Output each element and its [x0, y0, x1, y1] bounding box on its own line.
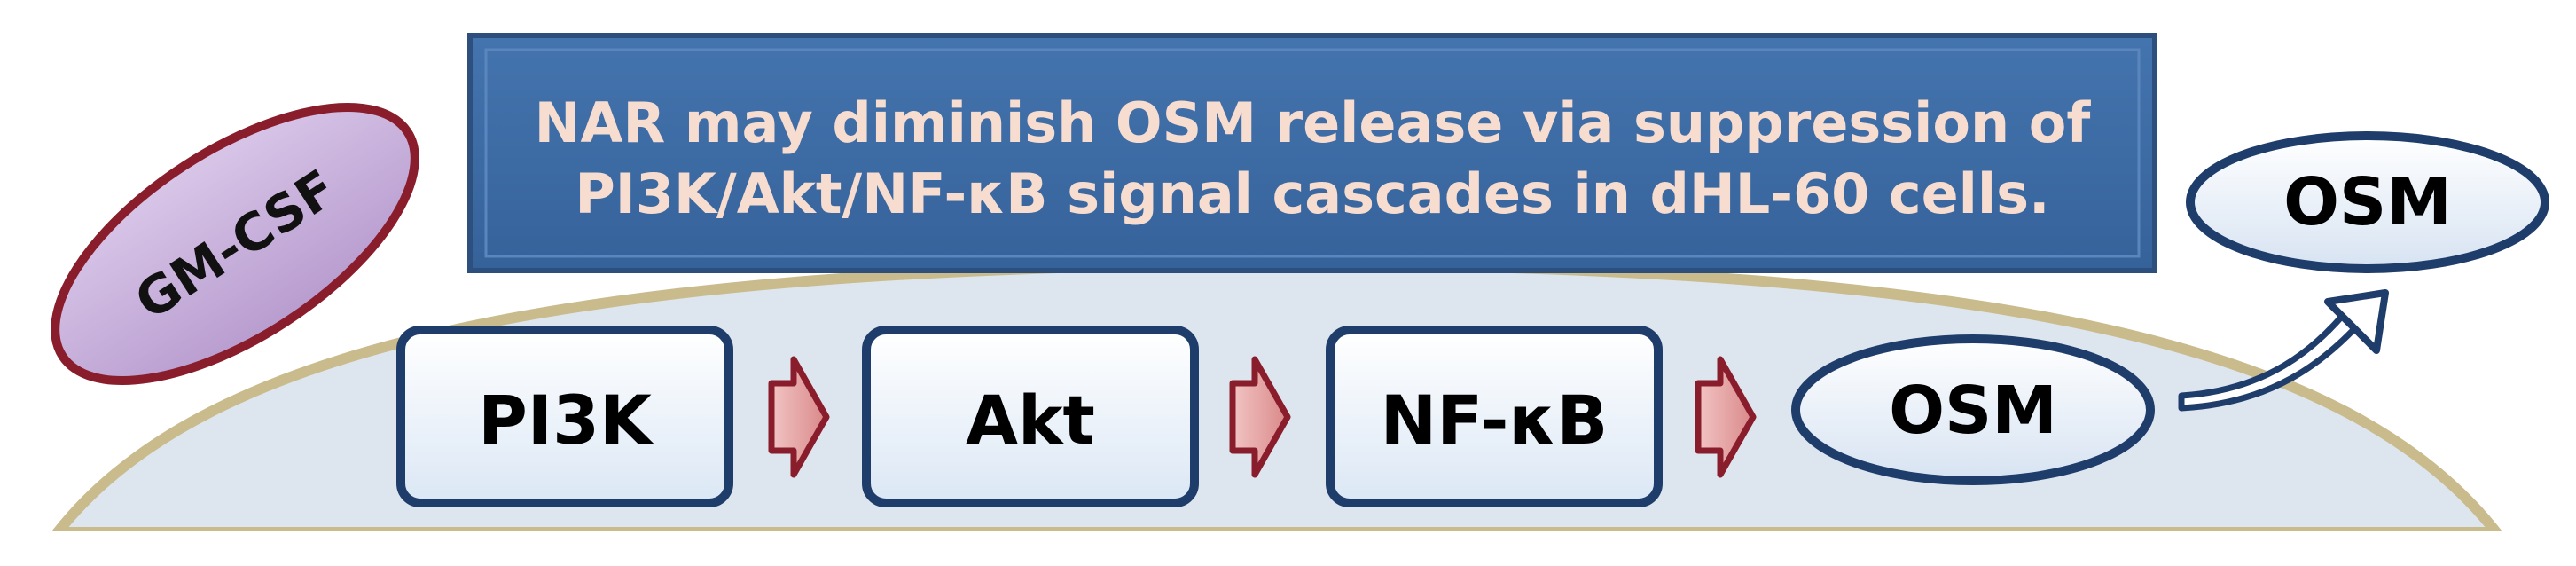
release-arrow-icon — [2178, 289, 2389, 412]
cell-bottom-cover — [0, 531, 2576, 566]
akt-node: Akt — [862, 326, 1199, 507]
arrow-nfkb-to-osm-icon — [1695, 356, 1757, 478]
osm-released: OSM — [2186, 131, 2549, 273]
banner-line-2: PI3K/Akt/NF-κB signal cascades in dHL-60… — [575, 161, 2049, 226]
osm-released-label: OSM — [2283, 164, 2452, 240]
osm-intracellular: OSM — [1791, 334, 2155, 485]
akt-label: Akt — [966, 381, 1095, 460]
arrow-akt-to-nfkb-icon — [1229, 356, 1291, 478]
nfkb-label: NF-κB — [1381, 381, 1609, 460]
pi3k-node: PI3K — [396, 326, 733, 507]
gm-csf-stimulus: GM-CSF — [51, 102, 419, 386]
pi3k-label: PI3K — [478, 381, 654, 460]
osm-intracellular-label: OSM — [1889, 373, 2057, 449]
arrow-pi3k-to-akt-icon — [768, 356, 830, 478]
summary-banner: NAR may diminish OSM release via suppres… — [467, 33, 2157, 273]
nfkb-node: NF-κB — [1326, 326, 1663, 507]
banner-line-1: NAR may diminish OSM release via suppres… — [535, 90, 2092, 155]
